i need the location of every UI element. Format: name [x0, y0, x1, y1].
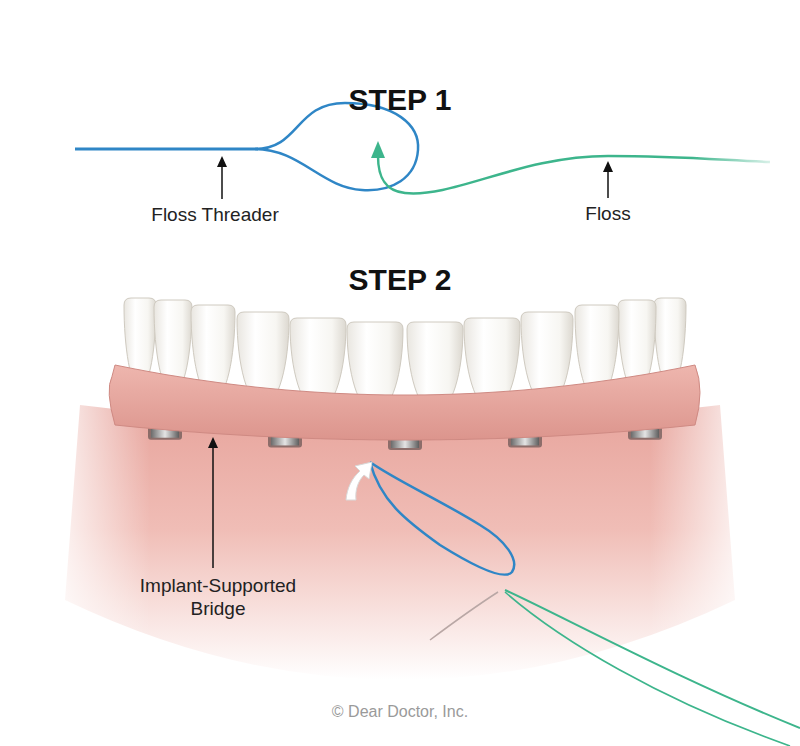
threader-loop — [255, 103, 418, 190]
part-label: Implant-Supported Bridge — [140, 575, 296, 619]
step-heading-box: STEP 2 — [349, 262, 452, 298]
floss-behind-gum — [430, 592, 498, 640]
watermark-box: © Dear Doctor, Inc. — [332, 702, 468, 721]
floss-strand — [505, 590, 800, 728]
step-heading-box: STEP 1 — [349, 82, 452, 118]
step-heading: STEP 1 — [349, 83, 452, 116]
part-label-box: Floss — [585, 203, 630, 226]
floss-arrowhead — [371, 141, 385, 158]
part-label-box: Floss Threader — [151, 204, 278, 227]
leader-arrowhead — [217, 156, 227, 167]
step1-figure — [75, 103, 770, 199]
part-label: Floss — [585, 203, 630, 224]
step-heading: STEP 2 — [349, 263, 452, 296]
part-label: Floss Threader — [151, 204, 278, 225]
direction-arrow — [346, 462, 372, 500]
leader-line — [607, 170, 609, 198]
leader-arrowhead — [208, 437, 218, 448]
threader-loop — [370, 462, 514, 575]
floss-strand — [505, 592, 790, 746]
floss-strand — [378, 156, 770, 193]
bridge-gum-flange — [109, 365, 700, 440]
leader-line — [212, 446, 214, 568]
leader-line — [221, 165, 223, 199]
lower-gum — [65, 405, 735, 680]
step2-figure — [40, 298, 800, 746]
part-label-box: Implant-Supported Bridge — [128, 575, 308, 621]
watermark: © Dear Doctor, Inc. — [332, 703, 468, 720]
threader-handle — [75, 148, 258, 151]
leader-arrowhead — [603, 161, 613, 172]
gum-fade — [40, 380, 150, 740]
